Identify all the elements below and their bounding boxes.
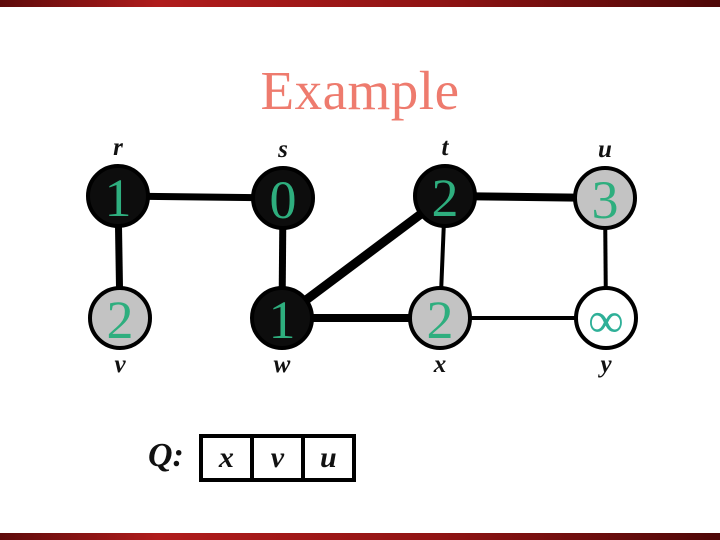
node-label-u: u bbox=[598, 136, 612, 163]
node-v bbox=[88, 286, 152, 350]
bottom-border-bar bbox=[0, 533, 720, 540]
top-border-bar bbox=[0, 0, 720, 7]
node-value-y: ∞ bbox=[588, 292, 624, 348]
node-x bbox=[408, 286, 472, 350]
node-w bbox=[250, 286, 314, 350]
node-value-v: 2 bbox=[107, 290, 134, 350]
node-y bbox=[574, 286, 638, 350]
page-title: Example bbox=[260, 60, 460, 121]
queue-cell-1: v bbox=[249, 434, 305, 482]
node-label-t: t bbox=[442, 134, 450, 161]
node-r bbox=[86, 164, 150, 228]
node-t bbox=[413, 164, 477, 228]
node-value-x: 2 bbox=[427, 290, 454, 350]
node-value-w: 1 bbox=[269, 290, 296, 350]
node-value-r: 1 bbox=[105, 168, 132, 228]
node-value-t: 2 bbox=[432, 168, 459, 228]
node-label-y: y bbox=[597, 351, 612, 378]
node-label-r: r bbox=[113, 134, 123, 161]
node-label-v: v bbox=[114, 351, 126, 378]
node-label-s: s bbox=[277, 136, 288, 163]
node-value-s: 0 bbox=[270, 170, 297, 230]
node-value-u: 3 bbox=[592, 170, 619, 230]
queue-cell-0: x bbox=[198, 434, 254, 482]
node-u bbox=[573, 166, 637, 230]
queue-label: Q: bbox=[148, 437, 184, 474]
node-s bbox=[251, 166, 315, 230]
node-label-x: x bbox=[433, 351, 447, 378]
edge-t-w bbox=[279, 192, 448, 322]
node-label-w: w bbox=[274, 351, 291, 378]
queue-cell-2: u bbox=[300, 434, 356, 482]
